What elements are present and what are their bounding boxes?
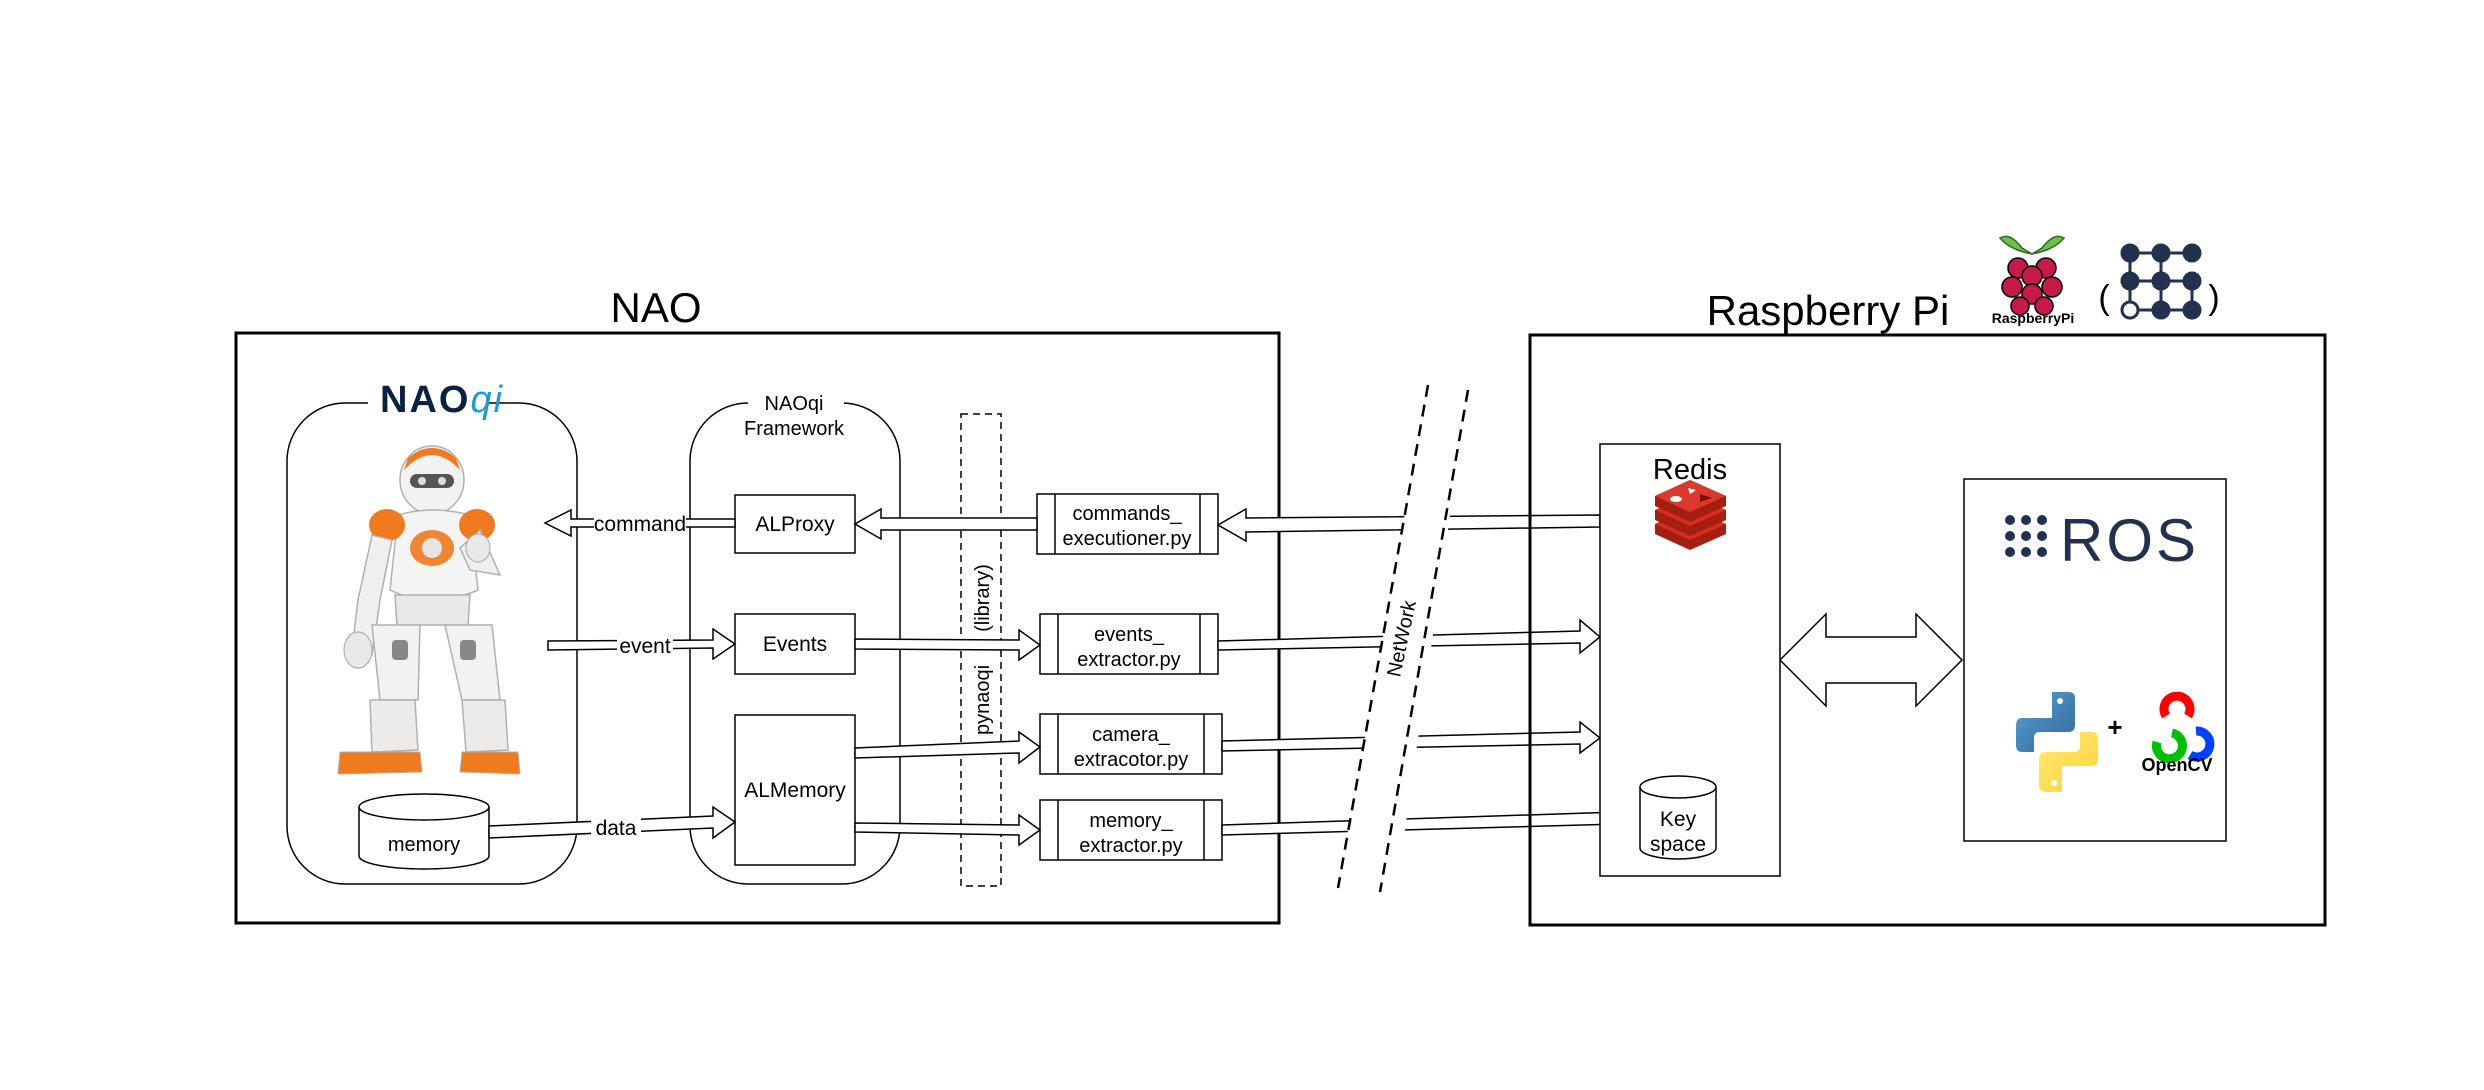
keyspace-line2: space: [1650, 833, 1706, 856]
framework-label-line2: Framework: [744, 418, 845, 440]
almemory-module: [734, 714, 856, 866]
events-label: Events: [763, 633, 827, 656]
memory-database: [358, 793, 490, 870]
executioner-to-alproxy-arrow: [853, 507, 1038, 541]
pynaoqi-label: pynaoqi: [972, 665, 994, 735]
library-note: (library): [972, 564, 994, 632]
events-script-line1: events_: [1094, 624, 1165, 646]
network-boundary-left: [1336, 384, 1430, 889]
almemory-label: ALMemory: [744, 779, 846, 802]
raspberry-pi-logo-icon: [1998, 235, 2066, 316]
event-label: event: [619, 635, 671, 658]
nao-container: [234, 331, 1281, 925]
redis-logo-icon: [1655, 480, 1726, 550]
commands-executioner-script: [1036, 493, 1219, 555]
nao-title: NAO: [610, 284, 701, 331]
opencv-label: OpenCV: [2141, 755, 2212, 775]
keyspace-database: [1639, 775, 1717, 860]
nao-robot-image: [337, 445, 521, 775]
naoqi-group: [286, 402, 578, 885]
commands-script-line1: commands_: [1073, 503, 1183, 525]
ros-logo: ROS: [2060, 507, 2199, 574]
events-script-line2: extractor.py: [1077, 649, 1180, 671]
ros-grid-icon: [2120, 243, 2202, 320]
almemory-to-memory-extractor-arrow: [854, 813, 1042, 847]
network-gap: [1338, 385, 1468, 892]
naoqi-framework-group: [689, 402, 901, 885]
camera-extractor-script: [1039, 713, 1223, 775]
memory-to-keyspace-arrow: [1221, 800, 1642, 836]
paren-close: ): [2208, 279, 2219, 317]
commands-script-line2: executioner.py: [1063, 528, 1192, 550]
paren-open: (: [2098, 279, 2110, 317]
raspberry-pi-logo-text: RaspberryPi: [1992, 310, 2074, 326]
memory-script-line1: memory_: [1089, 810, 1173, 832]
keyspace-line1: Key: [1660, 808, 1697, 831]
ros-dots-icon: [2005, 515, 2047, 557]
alproxy-label: ALProxy: [755, 513, 835, 536]
camera-script-line1: camera_: [1092, 724, 1171, 746]
almemory-to-camera-arrow: [854, 730, 1042, 765]
memory-label: memory: [388, 834, 460, 856]
python-logo-icon: [2016, 692, 2098, 792]
raspberry-pi-title: Raspberry Pi: [1707, 287, 1950, 334]
plus-sign: +: [2107, 712, 2122, 742]
framework-label-line1: NAOqi: [765, 393, 824, 415]
naoqi-logo: NAOqi: [380, 379, 504, 421]
data-label: data: [596, 817, 637, 840]
command-label: command: [594, 513, 686, 536]
memory-script-line2: extractor.py: [1079, 835, 1182, 857]
network-boundary-right: [1378, 389, 1470, 893]
events-to-extractor-arrow: [854, 628, 1042, 662]
redis-ros-bidirectional-arrow: [1778, 612, 1964, 708]
camera-script-line2: extracotor.py: [1074, 749, 1189, 771]
raspberry-pi-container: [1528, 333, 2327, 927]
opencv-logo-icon: [2151, 691, 2215, 764]
